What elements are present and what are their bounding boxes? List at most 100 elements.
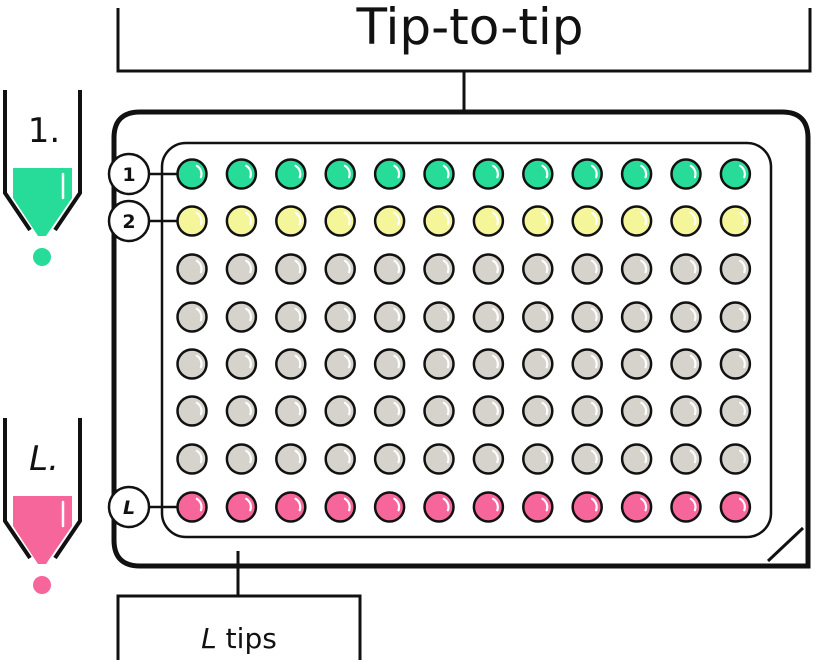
well	[472, 253, 505, 285]
well	[472, 395, 505, 427]
well	[373, 253, 406, 285]
well	[225, 205, 258, 237]
row-label-text: L	[123, 497, 135, 519]
well	[275, 491, 307, 523]
well	[275, 158, 307, 190]
bottom-bracket	[116, 551, 362, 660]
well	[670, 158, 702, 190]
tube-liquid	[13, 168, 72, 236]
well	[522, 205, 554, 237]
well	[324, 205, 356, 237]
well	[571, 158, 603, 190]
well	[225, 491, 258, 523]
well	[719, 158, 752, 190]
row-label-text: 1	[122, 164, 135, 186]
well	[423, 491, 455, 523]
well	[373, 491, 406, 523]
well	[620, 491, 653, 523]
well	[275, 301, 307, 333]
well	[176, 253, 208, 285]
well	[522, 253, 554, 285]
well	[522, 301, 554, 333]
well	[225, 253, 258, 285]
tubes: 1. L.	[3, 90, 82, 594]
well	[324, 158, 356, 190]
diagram-title: Tip-to-tip	[355, 0, 583, 56]
plate-well-area	[160, 141, 773, 539]
well	[225, 348, 258, 380]
well	[472, 205, 505, 237]
well	[373, 395, 406, 427]
well	[225, 158, 258, 190]
well	[670, 205, 702, 237]
well	[324, 348, 356, 380]
well	[571, 443, 603, 475]
well	[472, 158, 505, 190]
well	[373, 348, 406, 380]
well	[225, 301, 258, 333]
well	[423, 205, 455, 237]
well	[324, 301, 356, 333]
tube-label: L.	[29, 439, 59, 479]
well	[522, 348, 554, 380]
well	[176, 491, 208, 523]
well	[225, 443, 258, 475]
row-label-text: 2	[122, 211, 135, 233]
well	[670, 253, 702, 285]
well	[176, 301, 208, 333]
well	[423, 158, 455, 190]
row-label-1: 1	[107, 152, 177, 196]
well	[719, 253, 752, 285]
well	[324, 395, 356, 427]
well	[423, 301, 455, 333]
well	[324, 443, 356, 475]
well	[522, 443, 554, 475]
well	[620, 443, 653, 475]
well	[472, 491, 505, 523]
well	[571, 205, 603, 237]
well	[423, 253, 455, 285]
well	[324, 253, 356, 285]
well	[423, 395, 455, 427]
well	[571, 253, 603, 285]
tips-count-label: L tips	[201, 622, 277, 655]
well	[719, 348, 752, 380]
well	[620, 301, 653, 333]
well	[670, 301, 702, 333]
row-labels: 1 2L	[107, 152, 177, 529]
well	[373, 443, 406, 475]
well	[176, 205, 208, 237]
well	[423, 443, 455, 475]
well	[275, 395, 307, 427]
well	[571, 395, 603, 427]
tube-label: 1.	[28, 111, 60, 151]
well	[275, 205, 307, 237]
well	[719, 491, 752, 523]
well	[620, 158, 653, 190]
well	[670, 348, 702, 380]
well	[472, 443, 505, 475]
well	[176, 348, 208, 380]
tube-1: 1.	[3, 90, 82, 266]
well	[472, 301, 505, 333]
well	[324, 491, 356, 523]
well	[373, 301, 406, 333]
well	[670, 443, 702, 475]
well	[719, 205, 752, 237]
well	[225, 395, 258, 427]
well	[571, 491, 603, 523]
well	[522, 158, 554, 190]
tube-droplet	[33, 248, 51, 266]
tube-2: L.	[3, 418, 82, 594]
well	[373, 205, 406, 237]
top-bracket	[116, 8, 812, 116]
well	[719, 301, 752, 333]
well	[176, 158, 208, 190]
well	[176, 395, 208, 427]
well	[275, 253, 307, 285]
row-label-L: L	[107, 485, 177, 529]
plate-frame	[111, 109, 811, 569]
well	[719, 443, 752, 475]
well	[522, 395, 554, 427]
